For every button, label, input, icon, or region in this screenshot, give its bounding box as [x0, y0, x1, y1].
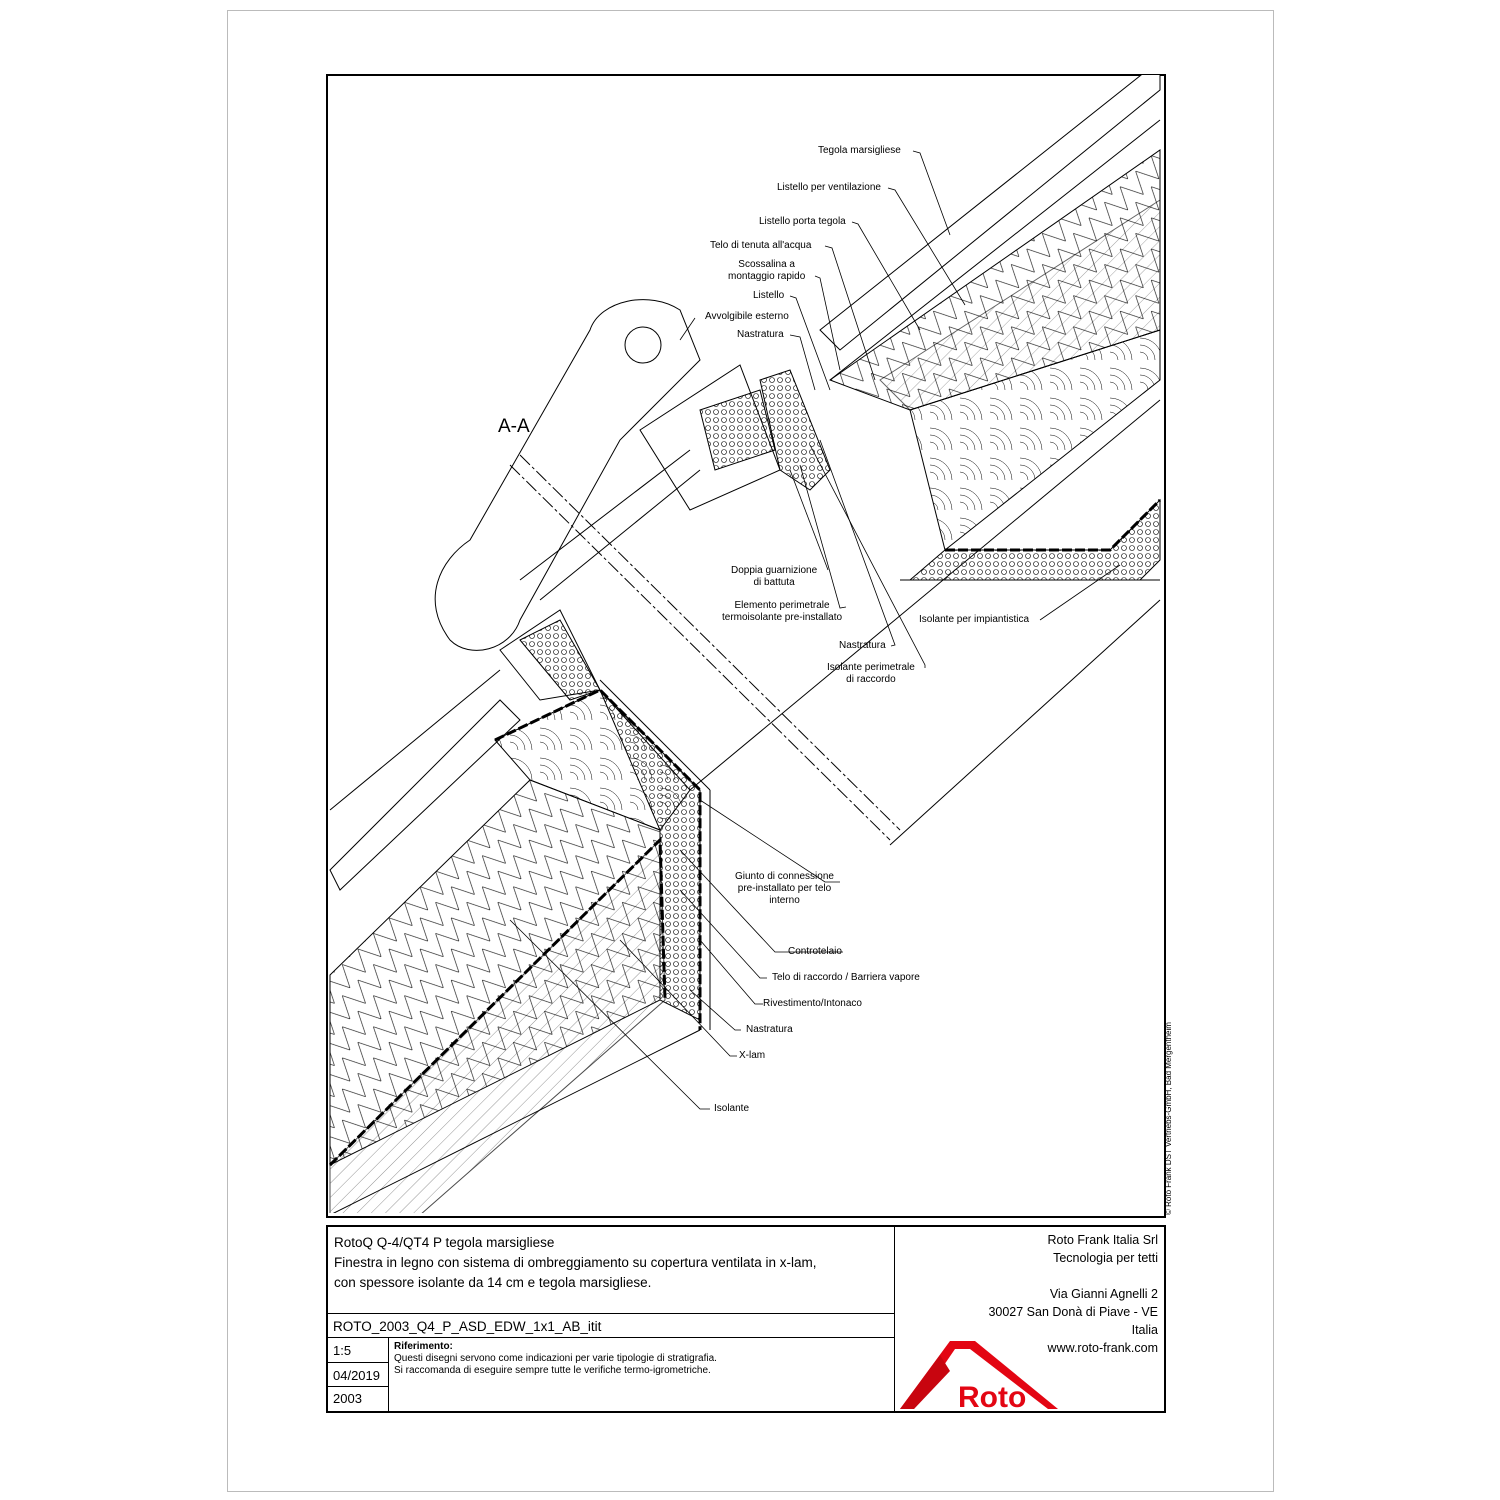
company-tagline: Tecnologia per tetti: [1053, 1251, 1158, 1265]
section-label: A-A: [498, 416, 530, 437]
copyright-note: © Roto Frank DST Vertriebs-GmbH, Bad Mer…: [1164, 1022, 1173, 1215]
label-isolante-perimetrale: Isolante perimetrale di raccordo: [827, 662, 915, 685]
reference-line: Questi disegni servono come indicazioni …: [394, 1353, 717, 1364]
window-section: [434, 299, 901, 841]
roto-logo: Roto: [900, 1341, 1058, 1411]
label-listello-ventilazione: Listello per ventilazione: [777, 182, 881, 193]
label-nastratura-2: Nastratura: [839, 640, 886, 651]
label-x-lam: X-lam: [739, 1050, 766, 1061]
date: 04/2019: [333, 1368, 380, 1383]
label-nastratura-1: Nastratura: [737, 329, 784, 340]
drawing-number: 2003: [333, 1391, 362, 1406]
label-listello-porta-tegola: Listello porta tegola: [759, 216, 846, 227]
divider: [894, 1227, 895, 1411]
label-isolante-impiantistica: Isolante per impiantistica: [919, 614, 1030, 625]
address-street: Via Gianni Agnelli 2: [1049, 1287, 1158, 1301]
label-rivestimento: Rivestimento/Intonaco: [763, 998, 862, 1009]
label-telo-tenuta: Telo di tenuta all'acqua: [710, 240, 812, 251]
divider: [328, 1362, 388, 1363]
label-elemento-perimetrale: Elemento perimetrale termoisolante pre-i…: [722, 600, 843, 623]
divider: [328, 1386, 388, 1387]
label-tegola-marsigliese: Tegola marsigliese: [818, 145, 901, 156]
company-name: Roto Frank Italia Srl: [1047, 1233, 1158, 1247]
label-controtelaio: Controtelaio: [788, 946, 842, 957]
title-line: Finestra in legno con sistema di ombregg…: [334, 1255, 817, 1270]
label-giunto-connessione: Giunto di connessione pre-installato per…: [735, 871, 834, 906]
drawing-code: ROTO_2003_Q4_P_ASD_EDW_1x1_AB_itit: [333, 1319, 602, 1334]
label-avvolgibile: Avvolgibile esterno: [705, 311, 789, 322]
scale: 1:5: [333, 1343, 352, 1358]
label-scossalina: Scossalina a montaggio rapido: [728, 259, 806, 282]
address-country: Italia: [1131, 1323, 1158, 1337]
label-doppia-guarnizione: Doppia guarnizione di battuta: [731, 565, 818, 588]
sheet-border: [227, 10, 1274, 1492]
company-website: www.roto-frank.com: [1047, 1341, 1158, 1355]
reference-heading: Riferimento:: [394, 1341, 453, 1352]
label-listello: Listello: [753, 290, 785, 301]
label-nastratura-3: Nastratura: [746, 1024, 793, 1035]
divider: [328, 1337, 894, 1338]
roof-upper: [689, 75, 1161, 846]
logo-text: Roto: [958, 1381, 1026, 1411]
title-block: RotoQ Q-4/QT4 P tegola marsigliese Fines…: [326, 1225, 1166, 1413]
drawing-frame: [326, 74, 1166, 1218]
roof-lower: [328, 669, 711, 1213]
reference-note: Riferimento: Questi disegni servono come…: [394, 1341, 717, 1377]
label-isolante: Isolante: [714, 1103, 750, 1114]
label-telo-raccordo: Telo di raccordo / Barriera vapore: [772, 972, 920, 983]
company-info: Roto Frank Italia Srl Tecnologia per tet…: [988, 1231, 1158, 1357]
title-line: con spessore isolante da 14 cm e tegola …: [334, 1275, 652, 1290]
leader-lines: [509, 150, 1121, 1110]
divider: [328, 1313, 894, 1314]
reference-line: Si raccomanda di eseguire sempre tutte l…: [394, 1365, 711, 1376]
address-city: 30027 San Donà di Piave - VE: [988, 1305, 1158, 1319]
title-line: RotoQ Q-4/QT4 P tegola marsigliese: [334, 1235, 555, 1250]
divider: [388, 1337, 389, 1411]
drawing-title: RotoQ Q-4/QT4 P tegola marsigliese Fines…: [334, 1233, 817, 1293]
